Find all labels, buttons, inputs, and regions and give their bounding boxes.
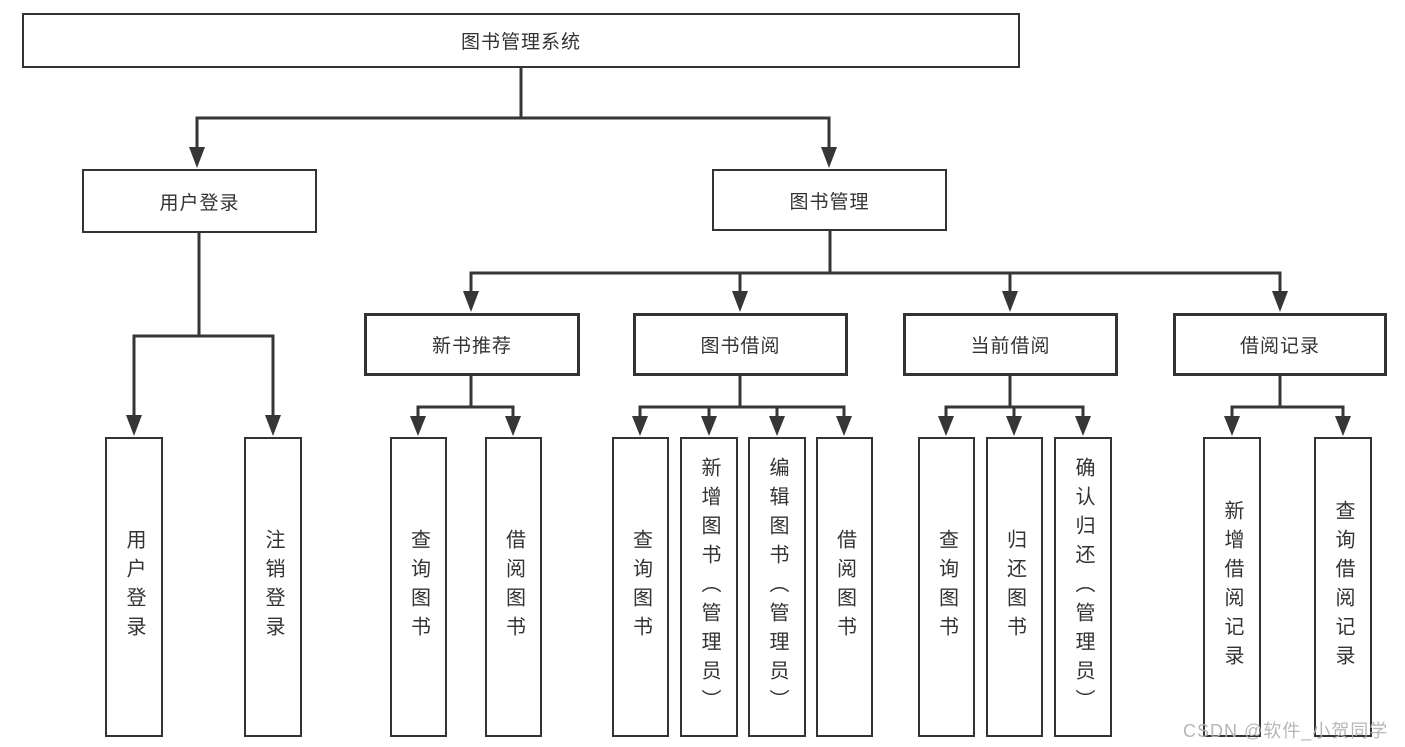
leaf-borrow-books-borrow-label: 借阅图书 [833,529,856,645]
node-borrow-records: 借阅记录 [1173,313,1387,376]
csdn-watermark: CSDN @软件_小贺同学 [1183,721,1389,741]
leaf-query-borrow-record-label: 查询借阅记录 [1332,500,1354,674]
leaf-return-book-label: 归还图书 [1003,529,1026,645]
leaf-user-login-label: 用户登录 [123,529,145,645]
leaf-query-books-current: 查询图书 [918,437,975,737]
leaf-confirm-return-admin: 确认归还（管理员） [1054,437,1112,737]
node-new-book-recommend: 新书推荐 [364,313,580,376]
leaf-edit-book-admin: 编辑图书（管理员） [748,437,806,737]
node-borrow-records-label: 借阅记录 [1239,336,1320,357]
leaf-confirm-return-admin-label: 确认归还（管理员） [1072,456,1094,718]
leaf-borrow-books-recommend: 借阅图书 [485,437,542,737]
leaf-add-borrow-record: 新增借阅记录 [1203,437,1261,737]
leaf-borrow-books-recommend-label: 借阅图书 [502,529,525,645]
node-book-management-label: 图书管理 [789,191,870,213]
leaf-return-book: 归还图书 [986,437,1043,737]
arrowhead-icons [126,147,1351,436]
connector-lines [132,68,1345,418]
leaf-add-book-admin-label: 新增图书（管理员） [698,456,720,718]
leaf-query-books-recommend: 查询图书 [390,437,447,737]
node-book-borrow: 图书借阅 [633,313,848,376]
leaf-query-books-borrow-label: 查询图书 [629,529,652,645]
leaf-borrow-books-borrow: 借阅图书 [816,437,873,737]
node-current-borrow-label: 当前借阅 [970,336,1051,357]
leaf-query-books-current-label: 查询图书 [935,529,958,645]
leaf-query-books-borrow: 查询图书 [612,437,669,737]
leaf-query-borrow-record: 查询借阅记录 [1314,437,1372,737]
node-new-book-recommend-label: 新书推荐 [431,336,512,357]
node-user-login-label: 用户登录 [159,192,240,214]
leaf-user-login: 用户登录 [105,437,163,737]
node-book-borrow-label: 图书借阅 [700,336,781,357]
leaf-logout: 注销登录 [244,437,302,737]
node-root-label: 图书管理系统 [460,32,581,53]
leaf-add-borrow-record-label: 新增借阅记录 [1221,500,1243,674]
leaf-add-book-admin: 新增图书（管理员） [680,437,738,737]
node-user-login: 用户登录 [82,169,317,233]
node-book-management: 图书管理 [712,169,947,231]
leaf-edit-book-admin-label: 编辑图书（管理员） [766,456,788,718]
node-root: 图书管理系统 [22,13,1020,68]
leaf-logout-label: 注销登录 [262,529,284,645]
leaf-query-books-recommend-label: 查询图书 [407,529,430,645]
node-current-borrow: 当前借阅 [903,313,1118,376]
